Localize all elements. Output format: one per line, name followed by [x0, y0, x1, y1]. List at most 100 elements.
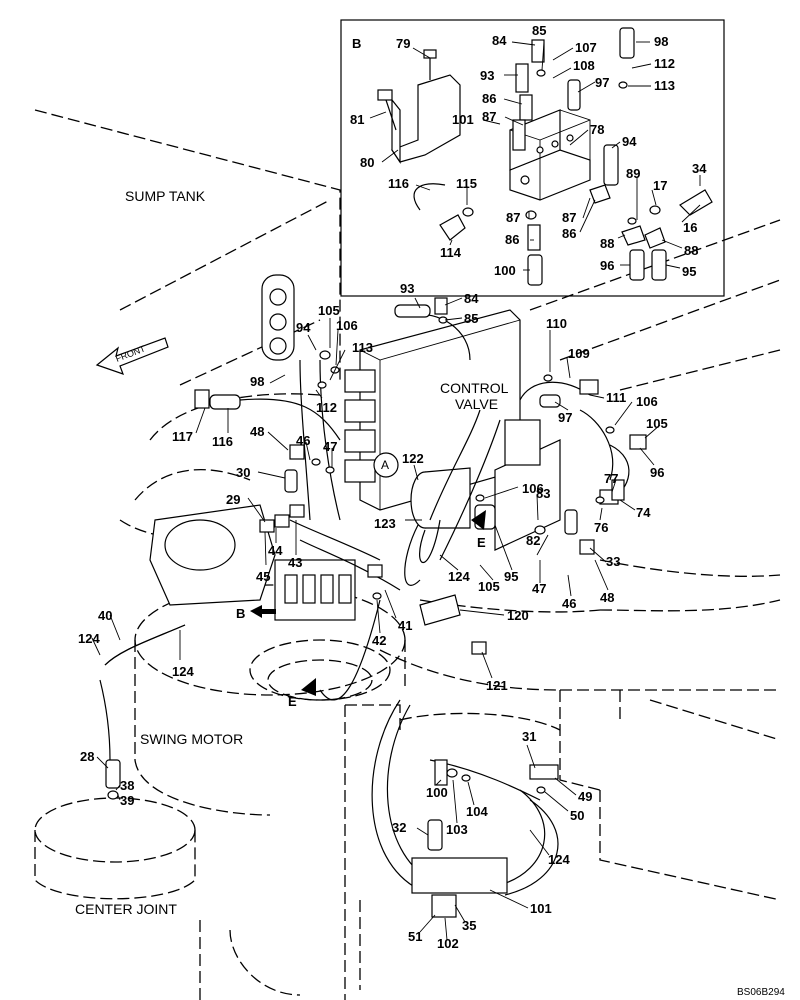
callout-34: 34	[692, 161, 707, 176]
callout-96: 96	[650, 465, 664, 480]
callout-95: 95	[504, 569, 518, 584]
callout-16: 16	[683, 220, 697, 235]
callout-50: 50	[570, 808, 584, 823]
callout-85: 85	[464, 311, 478, 326]
callout-49: 49	[578, 789, 592, 804]
callout-97: 97	[558, 410, 572, 425]
callout-93: 93	[400, 281, 414, 296]
callout-117: 117	[172, 429, 193, 444]
callout-113: 113	[654, 78, 675, 93]
callout-97: 97	[595, 75, 609, 90]
view-e-arrow-icon	[471, 510, 486, 530]
callout-78: 78	[590, 122, 604, 137]
callout-43: 43	[288, 555, 302, 570]
callout-47: 47	[532, 581, 546, 596]
callout-30: 30	[236, 465, 250, 480]
callout-106: 106	[522, 481, 544, 496]
callout-29: 29	[226, 492, 240, 507]
callout-33: 33	[606, 554, 620, 569]
callout-111: 111	[606, 390, 626, 405]
callout-44: 44	[268, 543, 283, 558]
callout-82: 82	[526, 533, 540, 548]
callout-77: 77	[604, 471, 618, 486]
callout-108: 108	[573, 58, 595, 73]
callout-123: 123	[374, 516, 396, 531]
callout-93: 93	[480, 68, 494, 83]
callout-35: 35	[462, 918, 476, 933]
callout-40: 40	[98, 608, 112, 623]
callout-39: 39	[120, 793, 134, 808]
callout-105: 105	[478, 579, 500, 594]
callout-46: 46	[296, 433, 310, 448]
callout-86: 86	[562, 226, 576, 241]
callout-46: 46	[562, 596, 576, 611]
control-valve-label-1: CONTROL	[440, 380, 509, 396]
callout-76: 76	[594, 520, 608, 535]
callout-38: 38	[120, 778, 134, 793]
callout-83: 83	[536, 486, 550, 501]
callout-122: 122	[402, 451, 424, 466]
callout-94: 94	[622, 134, 637, 149]
leader-lines	[91, 41, 701, 941]
callout-105: 105	[318, 303, 340, 318]
callout-121: 121	[486, 678, 508, 693]
callout-31: 31	[522, 729, 536, 744]
callout-45: 45	[256, 569, 270, 584]
callout-95: 95	[682, 264, 696, 279]
callout-79: 79	[396, 36, 410, 51]
callout-87: 87	[482, 109, 496, 124]
callout-102: 102	[437, 936, 459, 951]
center-joint-label: CENTER JOINT	[75, 901, 177, 917]
callout-B: B	[352, 36, 361, 51]
callout-124: 124	[548, 852, 570, 867]
callout-85: 85	[532, 23, 546, 38]
callout-87: 87	[506, 210, 520, 225]
callout-80: 80	[360, 155, 374, 170]
callout-94: 94	[296, 320, 311, 335]
callout-88: 88	[600, 236, 614, 251]
view-b-arrow-icon	[250, 605, 276, 618]
front-arrow-icon	[95, 337, 169, 375]
callout-116: 116	[388, 176, 409, 191]
callout-86: 86	[482, 91, 496, 106]
callout-88: 88	[684, 243, 698, 258]
callout-86: 86	[505, 232, 519, 247]
callout-41: 41	[398, 618, 412, 633]
callout-51: 51	[408, 929, 422, 944]
callout-113: 113	[352, 340, 373, 355]
callout-106: 106	[636, 394, 658, 409]
callout-48: 48	[250, 424, 264, 439]
callout-17: 17	[653, 178, 667, 193]
callout-107: 107	[575, 40, 597, 55]
callout-124: 124	[78, 631, 100, 646]
callout-120: 120	[507, 608, 529, 623]
callout-48: 48	[600, 590, 614, 605]
callout-110: 110	[546, 316, 567, 331]
callout-101: 101	[452, 112, 474, 127]
callout-112: 112	[654, 56, 675, 71]
callout-100: 100	[494, 263, 516, 278]
section-a-circle	[373, 452, 399, 478]
callout-96: 96	[600, 258, 614, 273]
drawing-code: BS06B294	[737, 987, 785, 998]
swing-motor-label: SWING MOTOR	[140, 731, 243, 747]
callout-74: 74	[636, 505, 651, 520]
callout-A: A	[381, 458, 389, 472]
callout-87: 87	[562, 210, 576, 225]
view-e-arrow-icon-2	[301, 678, 316, 696]
callout-28: 28	[80, 749, 94, 764]
callout-84: 84	[492, 33, 507, 48]
callout-89: 89	[626, 166, 640, 181]
callout-105: 105	[646, 416, 668, 431]
callout-112: 112	[316, 400, 337, 415]
callout-84: 84	[464, 291, 479, 306]
callout-109: 109	[568, 346, 590, 361]
callout-81: 81	[350, 112, 364, 127]
callout-115: 115	[456, 176, 477, 191]
callout-98: 98	[250, 374, 264, 389]
callout-124: 124	[172, 664, 194, 679]
callout-B: B	[236, 606, 245, 621]
sump-tank-label: SUMP TANK	[125, 188, 206, 204]
callout-114: 114	[440, 245, 462, 260]
callout-104: 104	[466, 804, 488, 819]
